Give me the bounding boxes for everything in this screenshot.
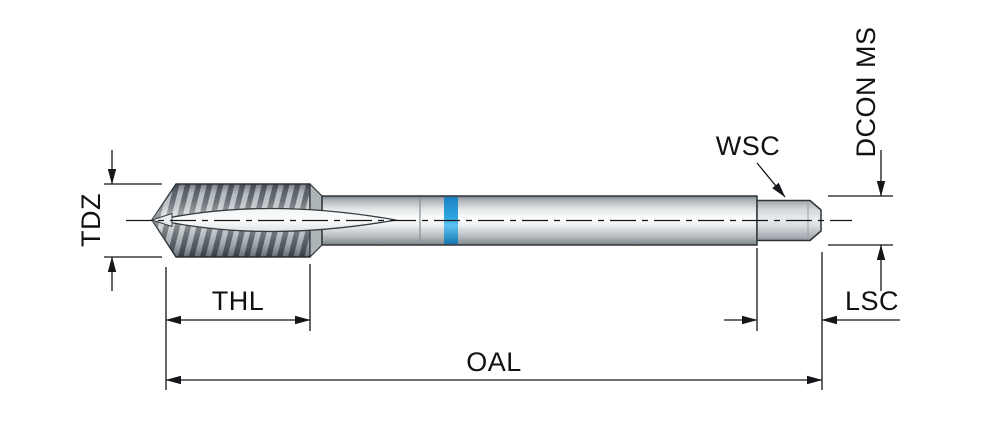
dim-wsc-leader-line — [756, 162, 786, 198]
dimension-labels: TDZ THL OAL WSC DCON MS LSC — [76, 27, 899, 378]
label-tdz: TDZ — [76, 193, 106, 247]
dim-dcon — [828, 150, 893, 291]
label-wsc: WSC — [716, 131, 781, 161]
label-lsc: LSC — [845, 286, 899, 316]
dimensions — [104, 150, 900, 390]
dim-tdz — [104, 150, 162, 291]
dim-wsc — [756, 162, 786, 198]
label-dcon-ms: DCON MS — [851, 27, 881, 158]
dim-lsc — [724, 248, 900, 331]
label-oal: OAL — [466, 347, 522, 377]
label-thl: THL — [212, 286, 265, 316]
dim-thl — [165, 264, 311, 331]
